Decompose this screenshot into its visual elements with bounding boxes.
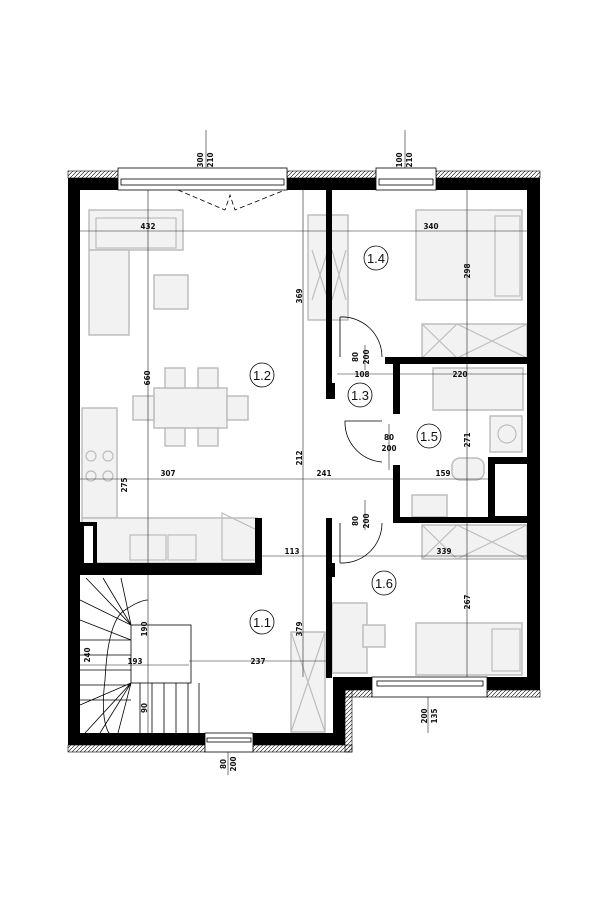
dim-label: 200	[362, 349, 371, 364]
dim-label: 220	[452, 370, 467, 379]
room-1.4: 1.4	[363, 245, 389, 271]
dim-label: 90	[140, 703, 149, 713]
room-label: 1.5	[420, 429, 438, 444]
room-1.6: 1.6	[371, 570, 397, 596]
dim-label: 113	[284, 547, 299, 556]
dim-label: 100	[395, 152, 404, 167]
room-label: 1.4	[367, 251, 385, 266]
dimension-lines	[80, 130, 527, 775]
room-1.2: 1.2	[249, 362, 275, 388]
dim-label: 379	[295, 621, 304, 636]
walls	[68, 178, 540, 745]
room-1.3: 1.3	[347, 382, 373, 408]
dim-label: 340	[423, 222, 438, 231]
doors	[177, 189, 383, 564]
dim-label: 190	[140, 621, 149, 636]
dim-label: 159	[435, 469, 450, 478]
dim-label: 660	[143, 370, 152, 385]
dimension-labels: 432 340 108 220 80 200 307 241 159 113 3…	[83, 152, 472, 771]
dim-label: 200	[420, 708, 429, 723]
dim-label: 210	[206, 152, 215, 167]
dim-label: 271	[463, 432, 472, 447]
dim-label: 210	[405, 152, 414, 167]
dim-label: 240	[83, 647, 92, 662]
dim-label: 80	[351, 516, 360, 526]
dim-label: 369	[295, 288, 304, 303]
dim-label: 267	[463, 594, 472, 609]
room-label: 1.3	[351, 388, 369, 403]
room-label: 1.1	[253, 615, 271, 630]
dim-label: 80	[219, 759, 228, 769]
dim-label: 339	[436, 547, 451, 556]
dim-label: 135	[430, 708, 439, 723]
dim-label: 200	[362, 513, 371, 528]
dim-label: 80	[384, 433, 394, 442]
dim-label: 241	[316, 469, 331, 478]
dim-label: 200	[381, 444, 396, 453]
dim-label: 298	[463, 263, 472, 278]
room-1.1: 1.1	[249, 609, 275, 635]
room-label: 1.2	[253, 368, 271, 383]
dim-label: 300	[196, 152, 205, 167]
dim-label: 432	[140, 222, 155, 231]
dim-label: 193	[127, 657, 142, 666]
staircase	[79, 577, 200, 736]
room-label: 1.6	[375, 576, 393, 591]
windows	[117, 167, 488, 753]
dim-label: 200	[229, 756, 238, 771]
dim-label: 108	[354, 370, 369, 379]
dim-label: 307	[160, 469, 175, 478]
dim-label: 237	[250, 657, 265, 666]
dim-label: 212	[295, 450, 304, 465]
room-1.5: 1.5	[416, 423, 442, 449]
dim-label: 80	[351, 352, 360, 362]
dim-label: 275	[120, 477, 129, 492]
furniture	[81, 209, 528, 733]
